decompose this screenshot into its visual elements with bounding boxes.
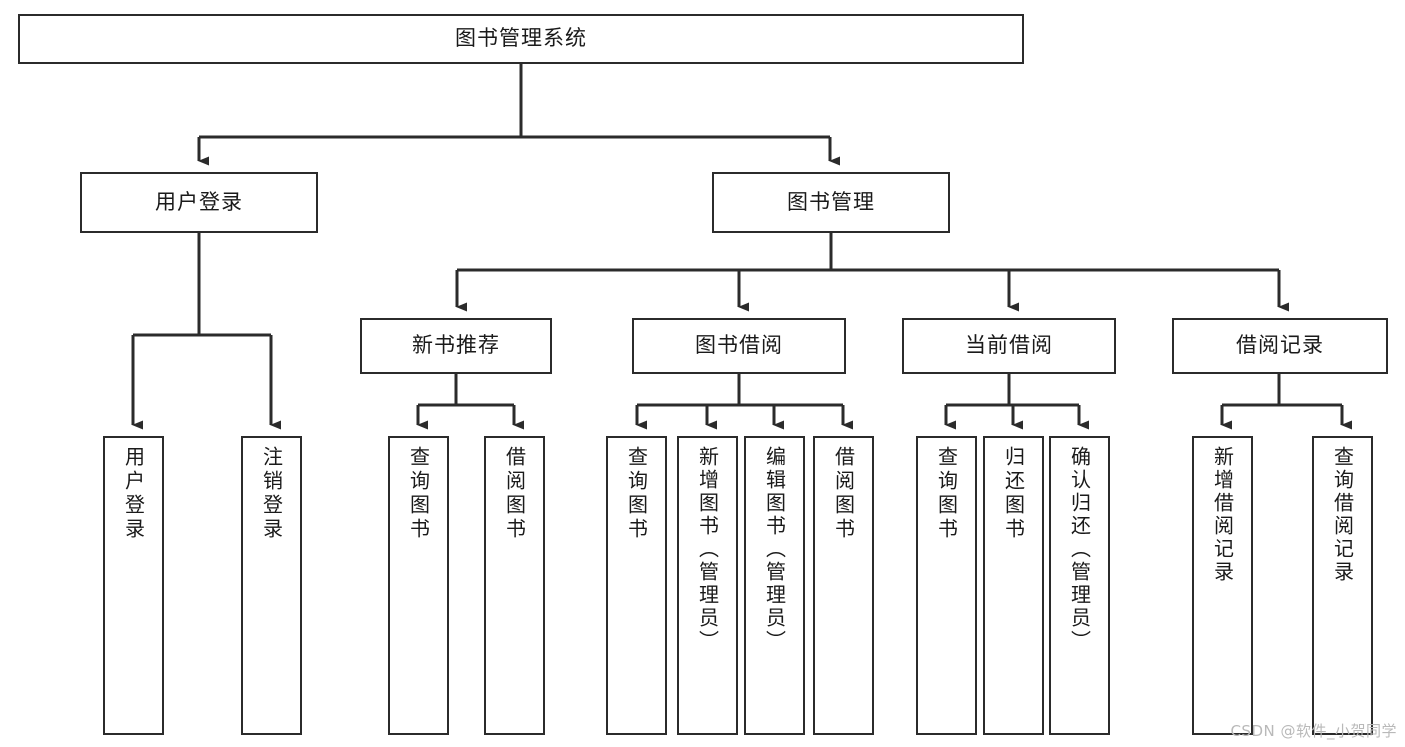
leaf-borrow-book-borrow[interactable]: 借阅图书 [813, 436, 874, 735]
leaf-borrow-book-new-rec[interactable]: 借阅图书 [484, 436, 545, 735]
leaf-add-book-admin-label: 新增图书（管理员） [695, 446, 720, 653]
leaf-add-book-admin[interactable]: 新增图书（管理员） [677, 436, 738, 735]
node-root-label: 图书管理系统 [455, 26, 587, 51]
leaf-query-borrow-record-label: 查询借阅记录 [1330, 446, 1355, 584]
leaf-query-book-borrow-label: 查询图书 [624, 446, 649, 542]
node-root[interactable]: 图书管理系统 [18, 14, 1024, 64]
node-new-book-recommend[interactable]: 新书推荐 [360, 318, 552, 374]
leaf-query-book-current[interactable]: 查询图书 [916, 436, 977, 735]
leaf-edit-book-admin[interactable]: 编辑图书（管理员） [744, 436, 805, 735]
node-user-login[interactable]: 用户登录 [80, 172, 318, 233]
leaf-borrow-book-borrow-label: 借阅图书 [831, 446, 856, 542]
node-new-book-recommend-label: 新书推荐 [412, 333, 500, 358]
leaf-borrow-book-new-rec-label: 借阅图书 [502, 446, 527, 542]
leaf-user-login[interactable]: 用户登录 [103, 436, 164, 735]
node-book-manage-label: 图书管理 [787, 189, 875, 214]
leaf-add-borrow-record-label: 新增借阅记录 [1210, 446, 1235, 584]
leaf-logout-label: 注销登录 [259, 446, 284, 542]
leaf-return-book[interactable]: 归还图书 [983, 436, 1044, 735]
leaf-confirm-return-admin-label: 确认归还（管理员） [1067, 446, 1092, 653]
node-book-manage[interactable]: 图书管理 [712, 172, 950, 233]
node-current-borrow-label: 当前借阅 [965, 333, 1053, 358]
leaf-query-book-borrow[interactable]: 查询图书 [606, 436, 667, 735]
node-borrow-record[interactable]: 借阅记录 [1172, 318, 1388, 374]
node-book-borrow-label: 图书借阅 [695, 333, 783, 358]
node-user-login-label: 用户登录 [155, 189, 243, 214]
leaf-logout[interactable]: 注销登录 [241, 436, 302, 735]
leaf-confirm-return-admin[interactable]: 确认归还（管理员） [1049, 436, 1110, 735]
leaf-query-book-new-rec[interactable]: 查询图书 [388, 436, 449, 735]
node-book-borrow[interactable]: 图书借阅 [632, 318, 846, 374]
leaf-return-book-label: 归还图书 [1001, 446, 1026, 542]
leaf-add-borrow-record[interactable]: 新增借阅记录 [1192, 436, 1253, 735]
leaf-query-book-current-label: 查询图书 [934, 446, 959, 542]
leaf-user-login-label: 用户登录 [121, 446, 146, 542]
node-current-borrow[interactable]: 当前借阅 [902, 318, 1116, 374]
watermark: CSDN @软件_小贺同学 [1230, 722, 1397, 740]
node-borrow-record-label: 借阅记录 [1236, 333, 1324, 358]
leaf-query-borrow-record[interactable]: 查询借阅记录 [1312, 436, 1373, 735]
leaf-edit-book-admin-label: 编辑图书（管理员） [762, 446, 787, 653]
leaf-query-book-new-rec-label: 查询图书 [406, 446, 431, 542]
